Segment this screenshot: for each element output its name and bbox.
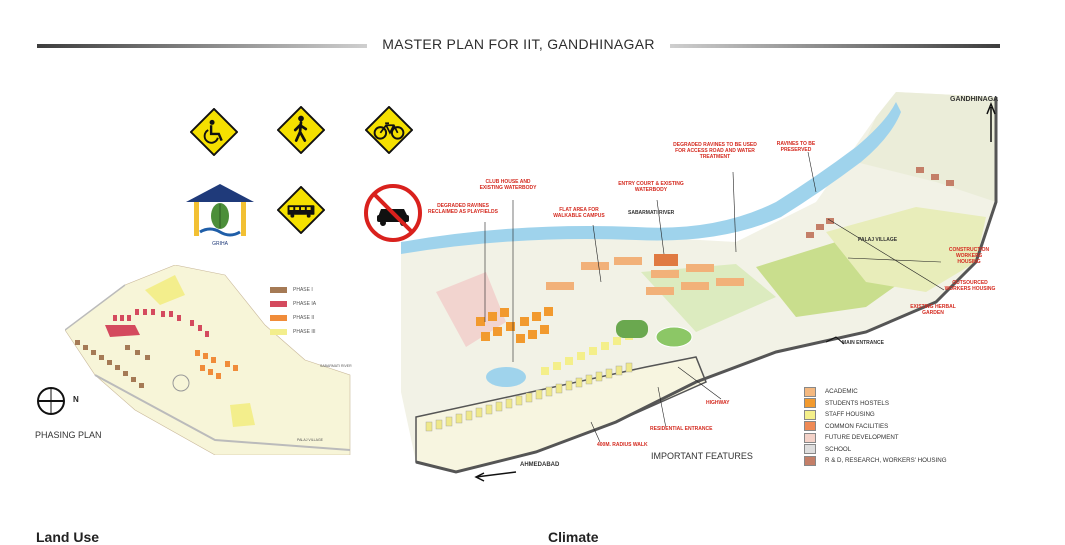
- sabarmati-label: SABARMATI RIVER: [628, 210, 675, 216]
- phasing-legend-item: PHASE I: [270, 283, 316, 297]
- pedestrian-icon: [277, 106, 325, 154]
- north-label: N: [73, 395, 79, 404]
- phasing-plan-map: SABARMATI RIVER PALAJ VILLAGE: [65, 265, 352, 455]
- radius-walk-label: 400m. RADIUS WALK: [597, 442, 648, 448]
- legend-item: R & D, RESEARCH, WORKERS' HOUSING: [804, 455, 947, 467]
- wheelchair-icon: [190, 108, 238, 156]
- title-bar: MASTER PLAN FOR IIT, GANDHINAGAR: [37, 36, 1000, 56]
- legend-item: COMMON FACILITIES: [804, 421, 947, 433]
- phasing-legend: PHASE I PHASE IA PHASE II PHASE III: [270, 283, 316, 339]
- title-rule-right: [670, 44, 1000, 48]
- climate-heading: Climate: [548, 529, 599, 545]
- outsourced-housing-label: OUTSOURCED WORKERS HOUSING: [944, 280, 996, 292]
- herbal-garden-label: EXISTING HERBAL GARDEN: [910, 304, 956, 316]
- legend-item: STAFF HOUSING: [804, 409, 947, 421]
- griha-logo: GRIHA: [186, 184, 254, 247]
- entry-court-label: ENTRY COURT & EXISTING WATERBODY: [618, 181, 684, 193]
- north-arrow-icon: [37, 387, 65, 415]
- master-plan-map: [401, 92, 998, 482]
- palaj-village-label: PALAJ VILLAGE: [858, 237, 898, 243]
- legend-item: SCHOOL: [804, 444, 947, 456]
- phasing-river-label: SABARMATI RIVER: [320, 364, 352, 368]
- bicycle-icon: [365, 106, 413, 154]
- flat-area-label: FLAT AREA FOR WALKABLE CAMPUS: [553, 207, 605, 219]
- important-features-title: IMPORTANT FEATURES: [651, 451, 753, 461]
- ahmedabad-label: AHMEDABAD: [520, 462, 560, 468]
- highway-label: HIGHWAY: [706, 400, 730, 406]
- main-entrance-label: MAIN ENTRANCE: [842, 340, 884, 346]
- griha-logo-text: GRIHA: [212, 241, 229, 247]
- no-car-icon: [364, 184, 422, 242]
- degraded-playfields-label: DEGRADED RAVINES RECLAIMED AS PLAYFIELDS: [428, 203, 498, 215]
- bus-icon: [277, 186, 325, 234]
- phasing-legend-item: PHASE III: [270, 325, 316, 339]
- land-use-heading: Land Use: [36, 529, 100, 545]
- phasing-village-label: PALAJ VILLAGE: [297, 438, 324, 442]
- residential-entrance-label: RESIDENTIAL ENTRANCE: [650, 426, 713, 432]
- phasing-legend-item: PHASE IA: [270, 297, 316, 311]
- club-house-label: CLUB HOUSE AND EXISTING WATERBODY: [479, 179, 537, 191]
- gandhinagar-label: GANDHINAGA: [950, 96, 999, 103]
- ravines-preserved-label: RAVINES TO BE PRESERVED: [776, 141, 816, 153]
- construction-housing-label: CONSTRUCTION WORKERS HOUSING: [948, 247, 990, 265]
- phasing-legend-item: PHASE II: [270, 311, 316, 325]
- title-rule-left: [37, 44, 367, 48]
- phasing-plan-title: PHASING PLAN: [35, 430, 102, 440]
- legend-item: FUTURE DEVELOPMENT: [804, 432, 947, 444]
- master-plan-legend: ACADEMIC STUDENTS HOSTELS STAFF HOUSING …: [804, 386, 947, 467]
- legend-item: ACADEMIC: [804, 386, 947, 398]
- legend-item: STUDENTS HOSTELS: [804, 398, 947, 410]
- page-title: MASTER PLAN FOR IIT, GANDHINAGAR: [382, 36, 655, 52]
- degraded-access-label: DEGRADED RAVINES TO BE USED FOR ACCESS R…: [673, 142, 757, 160]
